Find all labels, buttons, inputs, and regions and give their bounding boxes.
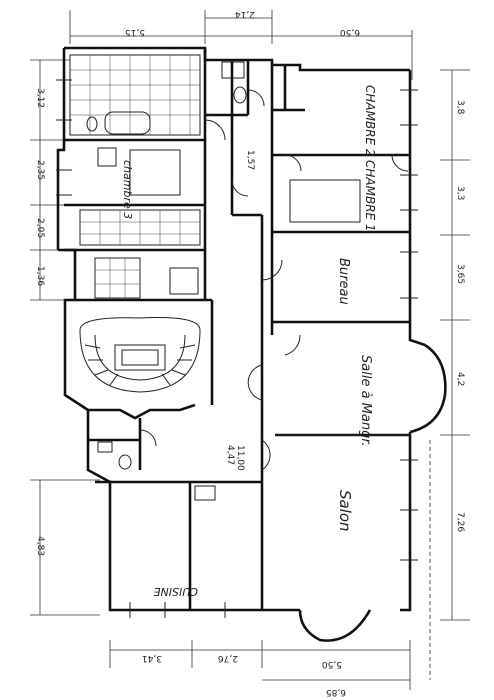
water-heater bbox=[169, 267, 199, 295]
staircase bbox=[79, 317, 201, 393]
table-chambre-3 bbox=[97, 147, 117, 167]
dim-left-2: 2,35 bbox=[35, 160, 45, 180]
interior-walls bbox=[64, 48, 410, 610]
dim-corridor-a: 4,47 bbox=[225, 445, 235, 465]
dim-right-1: 3,8 bbox=[455, 100, 465, 115]
dim-left-5: 4,83 bbox=[35, 536, 45, 556]
dim-right-3: 3,65 bbox=[455, 264, 465, 284]
bed-chambre-3 bbox=[129, 149, 181, 196]
dim-left-3: 2,05 bbox=[35, 218, 45, 238]
dim-bottom-total: 6,85 bbox=[326, 687, 346, 697]
dim-top-left: 5,15 bbox=[125, 27, 145, 37]
toilet-top bbox=[233, 86, 247, 104]
dim-corridor-c: 1,57 bbox=[245, 150, 255, 170]
room-label-chambre-3: chambre 3 bbox=[121, 160, 134, 219]
dim-bottom-1: 3,41 bbox=[142, 653, 162, 663]
room-label-cuisine: CUISINE bbox=[154, 585, 198, 598]
bathtub bbox=[104, 111, 151, 135]
windows bbox=[56, 79, 418, 618]
dim-bottom-2: 2,76 bbox=[218, 653, 238, 663]
bed-chambre-1 bbox=[289, 179, 361, 223]
room-label-salle-a-manger: Salle à Mangr. bbox=[358, 355, 373, 447]
fixtures bbox=[86, 61, 361, 501]
room-label-chambre-1: CHAMBRE 1 bbox=[363, 160, 377, 232]
dim-top-mid: 2,14 bbox=[235, 9, 255, 19]
dim-right-2: 3,3 bbox=[455, 186, 465, 200]
dim-left-1: 3,12 bbox=[35, 88, 45, 108]
dim-bottom-3: 5,50 bbox=[322, 659, 342, 669]
dim-corridor-b: 11,00 bbox=[235, 445, 245, 471]
toilet-entry bbox=[118, 454, 132, 470]
room-label-bureau: Bureau bbox=[336, 258, 351, 305]
dim-left-4: 1,36 bbox=[35, 266, 45, 286]
dim-right-4: 4,2 bbox=[455, 372, 465, 386]
room-label-chambre-2: CHAMBRE 2 bbox=[363, 85, 377, 157]
toilet-left bbox=[86, 116, 98, 132]
door-swings bbox=[139, 89, 409, 471]
room-label-salon: Salon bbox=[336, 490, 354, 532]
dim-top-right: 6,50 bbox=[340, 27, 360, 37]
dimension-lines bbox=[30, 10, 470, 690]
sink-small bbox=[97, 441, 113, 453]
sink-top bbox=[221, 61, 245, 79]
exterior-walls bbox=[56, 46, 447, 642]
dim-right-5: 7,26 bbox=[455, 512, 465, 532]
kitchen-counter bbox=[194, 485, 216, 501]
